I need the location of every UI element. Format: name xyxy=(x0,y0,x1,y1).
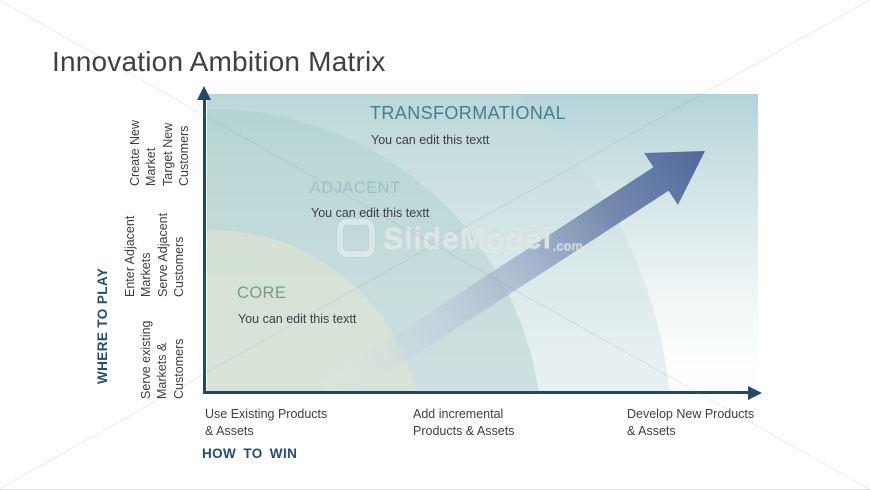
page-title: Innovation Ambition Matrix xyxy=(52,45,386,77)
plot-area: SlideModel .com xyxy=(207,94,758,393)
y-axis-line xyxy=(203,98,206,393)
growth-arrow xyxy=(319,151,705,393)
y-axis-label-serve-existing-markets: Serve existing Markets & Customers xyxy=(139,320,186,399)
x-axis-line xyxy=(203,391,749,394)
zone-subtitle-transformational: You can edit this textt xyxy=(371,133,490,147)
x-axis-label-use-existing: Use Existing Products & Assets xyxy=(205,407,328,438)
y-axis-title: WHERE TO PLAY xyxy=(95,267,110,384)
y-axis-arrowhead xyxy=(197,86,211,100)
x-axis-label-add-incremental: Add incremental Products & Assets xyxy=(413,407,515,438)
y-axis-label-create-new-market: Create New Market Target New Customers xyxy=(128,120,191,186)
zone-label-core: CORE xyxy=(237,284,287,302)
zone-label-transformational: TRANSFORMATIONAL xyxy=(370,103,567,123)
x-axis-label-develop-new: Develop New Products & Assets xyxy=(627,407,755,438)
y-axis-label-enter-adjacent-markets: Enter Adjacent Markets Serve Adjacent Cu… xyxy=(123,212,186,297)
zone-subtitle-core: You can edit this textt xyxy=(238,312,357,326)
zone-label-adjacent: ADJACENT xyxy=(310,179,401,197)
x-axis-arrowhead xyxy=(748,385,762,400)
zone-subtitle-adjacent: You can edit this textt xyxy=(311,206,430,220)
x-axis-title: HOW TO WIN xyxy=(202,446,298,461)
